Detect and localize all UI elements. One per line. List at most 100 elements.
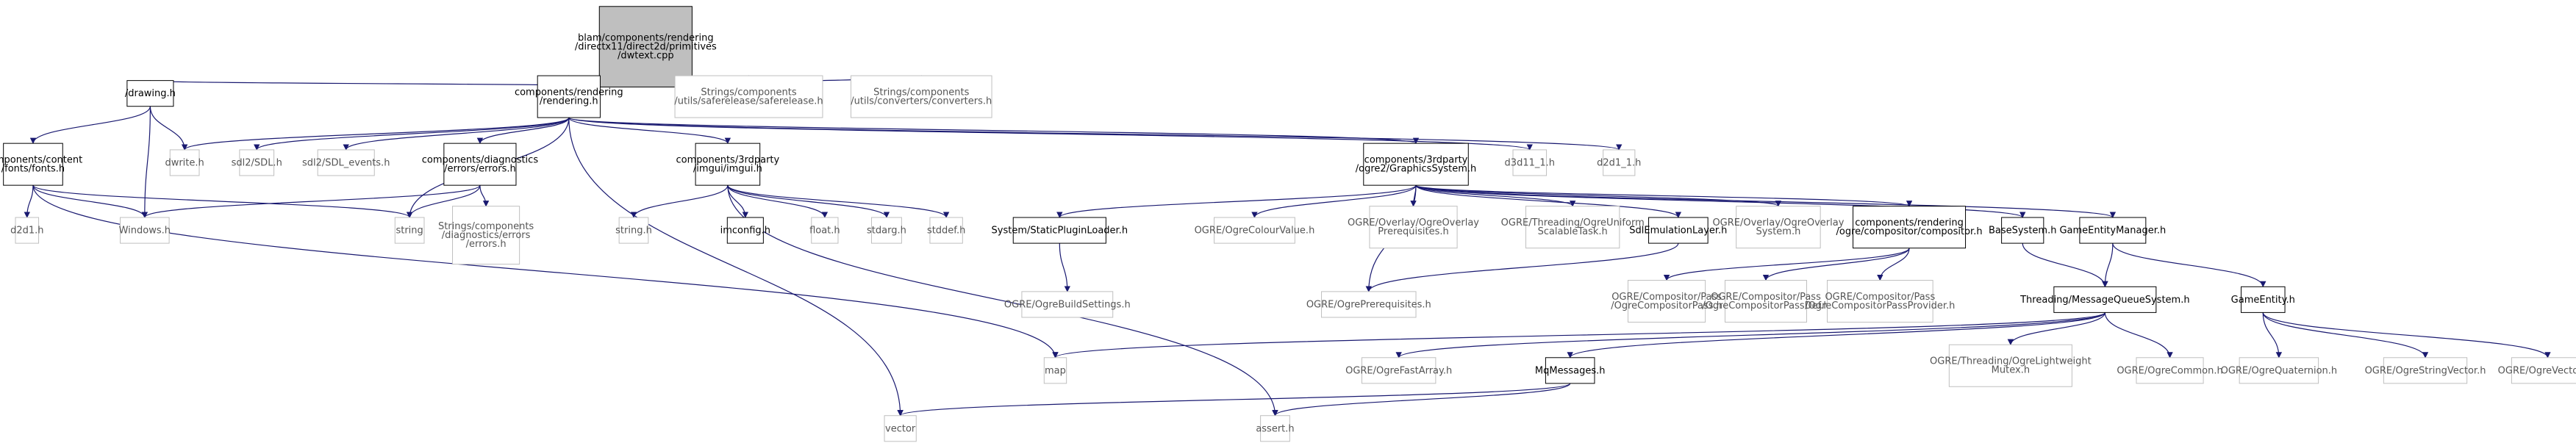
edge-threading_mq-to-ogre_fast_array	[1395, 311, 2105, 359]
node-label: System.h	[1756, 226, 1800, 237]
node-box	[1214, 217, 1295, 244]
node-converters: Strings/components/utils/converters/conv…	[850, 75, 992, 118]
node-label: OGRE/Threading/OgreUniform	[1501, 217, 1645, 228]
node-box	[15, 217, 40, 244]
node-ogre-colour: OGRE/OgreColourValue.h	[1195, 217, 1314, 244]
node-box	[239, 149, 275, 176]
edge-game_entity-to-ogre_quaternion	[2262, 312, 2283, 359]
node-label: OGRE/Threading/OgreLightweight	[1930, 356, 2092, 367]
node-box	[695, 143, 761, 186]
edge-mq_messages-to-vector	[897, 383, 1571, 417]
node-label: /dwtext.cpp	[618, 51, 674, 62]
edge-compositor-to-comp_pass_def	[1762, 248, 1910, 281]
node-fonts[interactable]: components/content/fonts/fonts.h	[0, 143, 82, 186]
node-label: OGRE/OgreFastArray.h	[1345, 365, 1452, 376]
node-label: components/rendering	[1855, 217, 1964, 228]
edge-rendering-to-vector	[568, 118, 904, 417]
edge-threading_mq-to-map	[1052, 311, 2105, 359]
node-box	[1361, 357, 1437, 384]
edge-drawing-to-windows	[141, 106, 151, 218]
node-base-system[interactable]: BaseSystem.h	[1989, 217, 2057, 244]
node-label: Threading/MessageQueueSystem.h	[2019, 295, 2189, 306]
node-label: /imgui/imgui.h	[693, 164, 762, 175]
node-label: System/StaticPluginLoader.h	[992, 226, 1128, 237]
node-box	[120, 217, 170, 244]
node-diag-errors[interactable]: components/diagnostics/errors/errors.h	[422, 143, 539, 186]
node-game-entity[interactable]: GameEntity.h	[2231, 286, 2295, 313]
node-ogre-fast-array: OGRE/OgreFastArray.h	[1345, 357, 1452, 384]
node-ogre-quaternion: OGRE/OgreQuaternion.h	[2221, 357, 2337, 384]
node-box	[1363, 143, 1469, 186]
edge-diag_errors-to-windows	[141, 184, 481, 218]
node-label: OGRE/Compositor/Pass	[1711, 292, 1821, 303]
node-drawing[interactable]: /drawing.h	[125, 80, 176, 107]
node-label: components/content	[0, 155, 82, 166]
edge-rendering-to-sdl_events	[343, 117, 570, 151]
node-label: blam/components/rendering	[578, 33, 714, 44]
node-assert: assert.h	[1256, 415, 1295, 442]
node-label: sdl2/SDL.h	[232, 157, 282, 168]
node-box	[1012, 217, 1106, 244]
edge-drawing-to-dwrite	[149, 106, 188, 151]
node-label: OGRE/Overlay/OgreOverlay	[1348, 217, 1479, 228]
node-threading-mq[interactable]: Threading/MessageQueueSystem.h	[2019, 286, 2190, 313]
node-static-plugin[interactable]: System/StaticPluginLoader.h	[992, 217, 1128, 244]
node-box	[1512, 149, 1548, 176]
edge-fonts-to-windows	[32, 184, 148, 218]
node-label: /fonts/fonts.h	[1, 164, 65, 175]
node-box	[2136, 357, 2204, 384]
node-box	[394, 217, 425, 244]
edge-base_system-to-threading_mq	[2022, 243, 2108, 288]
node-box	[443, 143, 517, 186]
node-ogre-vector3: OGRE/OgreVector3.h	[2498, 357, 2576, 384]
node-dwtext[interactable]: blam/components/rendering/directx11/dire…	[575, 6, 717, 87]
node-sdl-emulation[interactable]: SdlEmulationLayer.h	[1629, 217, 1727, 244]
nodes-layer: blam/components/rendering/directx11/dire…	[0, 6, 2576, 442]
node-dwrite: dwrite.h	[165, 149, 204, 176]
node-label: stddef.h	[927, 226, 965, 237]
node-label: components/diagnostics	[422, 155, 539, 166]
node-string: string	[394, 217, 425, 244]
node-box	[811, 217, 839, 244]
node-game-entity-manager[interactable]: GameEntityManager.h	[2059, 217, 2166, 244]
node-windows: Windows.h	[119, 217, 171, 244]
node-box	[884, 415, 917, 442]
node-rendering[interactable]: components/rendering/rendering.h	[515, 75, 623, 118]
edge-compositor-to-comp_pass_provider	[1877, 248, 1910, 281]
node-label: d3d11_1.h	[1505, 157, 1555, 168]
node-label: string.h	[615, 226, 652, 237]
node-imgui[interactable]: components/3rdparty/imgui/imgui.h	[676, 143, 780, 186]
node-box	[1545, 357, 1595, 384]
node-label: Mutex.h	[1992, 365, 2030, 376]
edge-rendering-to-diag_errors	[476, 117, 570, 144]
edge-game_entity_manager-to-threading_mq	[2102, 243, 2114, 288]
edge-fonts-to-string	[32, 184, 413, 218]
node-box	[317, 149, 375, 176]
node-compositor[interactable]: components/rendering/ogre/compositor/com…	[1836, 206, 1983, 249]
node-label: /errors/errors.h	[444, 164, 516, 175]
node-label: sdl2/SDL_events.h	[302, 157, 390, 168]
node-mq-messages[interactable]: MqMessages.h	[1535, 357, 1606, 384]
edge-rendering-to-sdl	[254, 117, 570, 151]
edge-imgui-to-stddef	[727, 184, 950, 218]
edge-graphics_system-to-ogre_colour	[1251, 184, 1417, 218]
node-imconfig[interactable]: imconfig.h	[720, 217, 770, 244]
node-label: d2d1.h	[10, 226, 43, 237]
node-label: /ogre/compositor/compositor.h	[1836, 226, 1983, 237]
node-label: /directx11/direct2d/primitives	[575, 42, 717, 53]
node-graphics-system[interactable]: components/3rdparty/ogre2/GraphicsSystem…	[1356, 143, 1477, 186]
node-box	[929, 217, 963, 244]
node-box	[1043, 357, 1067, 384]
edge-game_entity_manager-to-game_entity	[2112, 242, 2266, 288]
node-label: float.h	[809, 226, 840, 237]
node-box	[2001, 217, 2044, 244]
node-label: string	[396, 226, 423, 237]
node-stddef: stddef.h	[927, 217, 965, 244]
node-box	[1648, 217, 1709, 244]
node-label: /drawing.h	[125, 88, 176, 99]
node-label: OGRE/Overlay/OgreOverlay	[1712, 217, 1844, 228]
edge-diag_errors-to-strings_errors	[479, 185, 490, 207]
